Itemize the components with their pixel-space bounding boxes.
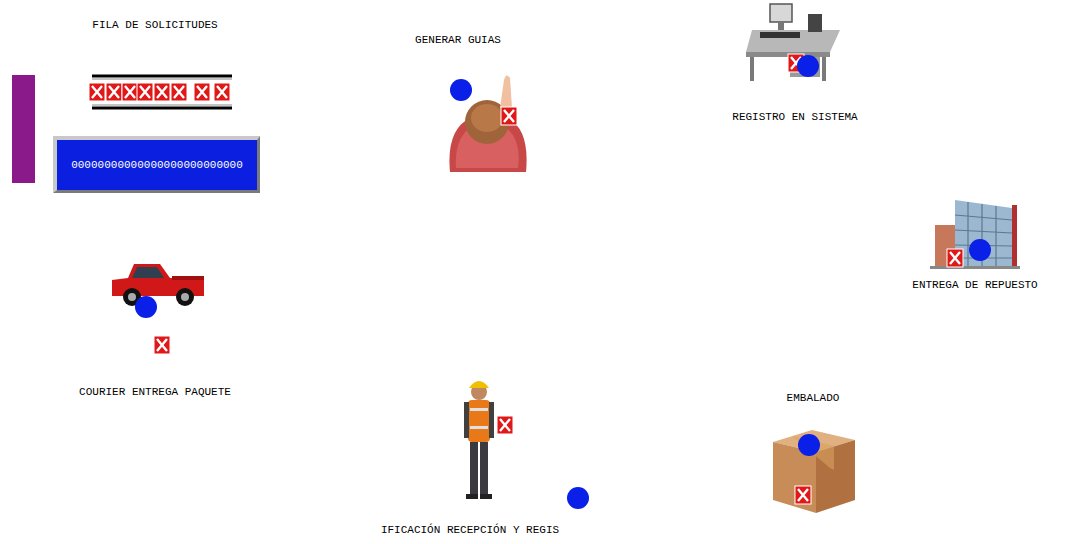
label-text: REGISTRO EN SISTEMA: [732, 110, 857, 124]
operator-figure: [449, 75, 526, 172]
label-text: 00000000000000000000000000: [71, 158, 243, 172]
queue-conveyor: [89, 76, 232, 108]
station-label: ENTREGA DE REPUESTO: [912, 278, 1037, 292]
label-text: COURIER ENTREGA PAQUETE: [79, 385, 231, 399]
worker-figure: [464, 381, 589, 509]
station-label: IFICACIÓN RECEPCIÓN Y REGIS: [381, 523, 559, 537]
station-label: EMBALADO: [787, 391, 840, 405]
desk-icon: [746, 4, 840, 81]
label-text: FILA DE SOLICITUDES: [92, 18, 217, 32]
counter-frame: [53, 136, 260, 193]
cardboard-box: [773, 430, 855, 513]
label-text: IFICACIÓN RECEPCIÓN Y REGIS: [381, 523, 559, 537]
label-text: ENTREGA DE REPUESTO: [912, 278, 1037, 292]
station-label: REGISTRO EN SISTEMA: [732, 110, 857, 124]
station-label: COURIER ENTREGA PAQUETE: [79, 385, 231, 399]
station-label: GENERAR GUIAS: [415, 33, 501, 47]
label-text: GENERAR GUIAS: [415, 33, 501, 47]
queue-bar: [12, 75, 35, 183]
station-label: FILA DE SOLICITUDES: [92, 18, 217, 32]
label-text: EMBALADO: [787, 391, 840, 405]
building-icon: [930, 200, 1020, 269]
queue-counter: 00000000000000000000000000: [57, 140, 257, 190]
pickup-truck: [112, 264, 204, 354]
